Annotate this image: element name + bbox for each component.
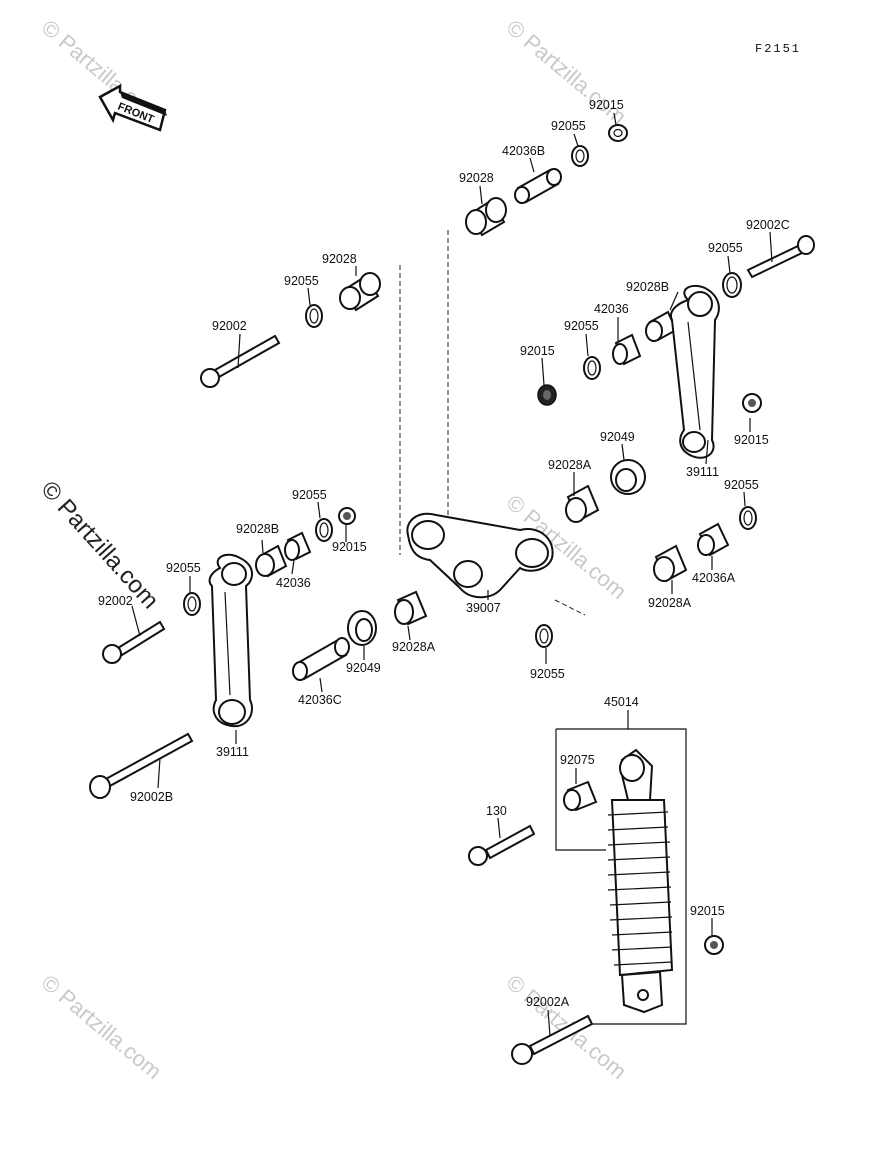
washer-icon bbox=[535, 624, 553, 648]
washer-icon bbox=[571, 145, 589, 167]
bushing-icon bbox=[339, 272, 381, 312]
tie-rod-icon bbox=[208, 553, 253, 728]
part-label: 92015 bbox=[520, 344, 555, 358]
upper-left-parts bbox=[200, 272, 381, 388]
bushing-icon bbox=[653, 544, 688, 583]
part-label: 92055 bbox=[292, 488, 327, 502]
washer-icon bbox=[739, 506, 757, 530]
part-label: 92055 bbox=[551, 119, 586, 133]
bushing-icon bbox=[565, 484, 600, 523]
nut-icon bbox=[704, 935, 724, 955]
bolt-icon bbox=[746, 235, 815, 279]
part-label: 92055 bbox=[284, 274, 319, 288]
part-label: 92028B bbox=[626, 280, 669, 294]
collar-icon bbox=[514, 168, 562, 204]
part-label: 92015 bbox=[589, 98, 624, 112]
seal-icon bbox=[347, 610, 377, 646]
part-label: 92055 bbox=[564, 319, 599, 333]
part-label: 92028A bbox=[648, 596, 692, 610]
part-label: 92002 bbox=[98, 594, 133, 608]
bolt-icon bbox=[511, 1014, 594, 1065]
part-label: 92028 bbox=[459, 171, 494, 185]
part-label: 92055 bbox=[708, 241, 743, 255]
nut-icon bbox=[742, 393, 762, 413]
part-label: 42036C bbox=[298, 693, 342, 707]
part-label: 92075 bbox=[560, 753, 595, 767]
bolt-icon bbox=[89, 732, 194, 799]
part-label: 92028A bbox=[392, 640, 436, 654]
bushing-icon bbox=[255, 544, 288, 578]
part-label: 92055 bbox=[166, 561, 201, 575]
part-label: 42036B bbox=[502, 144, 545, 158]
shock-absorber-icon bbox=[555, 728, 687, 1025]
part-label: 42036 bbox=[276, 576, 311, 590]
part-label: 92015 bbox=[690, 904, 725, 918]
part-label: 42036A bbox=[692, 571, 736, 585]
part-label: 92002A bbox=[526, 995, 570, 1009]
part-label: 39111 bbox=[216, 745, 249, 759]
washer-icon bbox=[722, 272, 742, 298]
left-parts bbox=[89, 507, 553, 799]
part-label: 130 bbox=[486, 804, 507, 818]
part-label: 92055 bbox=[530, 667, 565, 681]
bushing-icon bbox=[394, 590, 428, 626]
nut-icon bbox=[608, 124, 628, 142]
collar-icon bbox=[697, 522, 730, 557]
part-label: 92055 bbox=[724, 478, 759, 492]
part-label: 92028A bbox=[548, 458, 592, 472]
guide-lines bbox=[399, 230, 586, 616]
part-label: 39007 bbox=[466, 601, 501, 615]
upper-pivot-parts bbox=[465, 124, 628, 237]
part-label: 92028 bbox=[322, 252, 357, 266]
bolt-icon bbox=[200, 334, 281, 388]
bushing-icon bbox=[645, 310, 678, 342]
seal-icon bbox=[610, 459, 646, 495]
part-label: 42036 bbox=[594, 302, 629, 316]
part-label: 92002 bbox=[212, 319, 247, 333]
washer-icon bbox=[305, 304, 323, 328]
lower-parts bbox=[468, 824, 724, 1065]
nut-icon bbox=[338, 507, 356, 525]
collar-icon bbox=[612, 333, 642, 366]
washer-icon bbox=[583, 356, 601, 380]
rocker-arm-icon bbox=[406, 512, 554, 599]
part-label: 92028B bbox=[236, 522, 279, 536]
collar-icon bbox=[292, 637, 350, 681]
bolt-icon bbox=[102, 620, 166, 664]
bushing-icon bbox=[465, 197, 507, 237]
part-label: 92015 bbox=[734, 433, 769, 447]
diagram-code: F2151 bbox=[755, 42, 801, 56]
washer-icon bbox=[315, 518, 333, 542]
spring-coils bbox=[607, 811, 673, 966]
part-label: 92015 bbox=[332, 540, 367, 554]
tie-rod-icon bbox=[670, 284, 720, 459]
right-upper-parts bbox=[537, 235, 815, 583]
part-label: 92002C bbox=[746, 218, 790, 232]
part-label: 39111 bbox=[686, 465, 719, 479]
part-label: 92049 bbox=[600, 430, 635, 444]
leader-lines bbox=[131, 112, 773, 1037]
bolt-icon bbox=[468, 824, 536, 866]
part-label: 45014 bbox=[604, 695, 639, 709]
part-label: 92002B bbox=[130, 790, 173, 804]
bushing-icon bbox=[563, 780, 598, 812]
part-labels: 92015 92055 42036B 92028 92002C 92055 92… bbox=[98, 98, 790, 1009]
nut-icon bbox=[537, 384, 557, 406]
collar-icon bbox=[284, 531, 312, 561]
watermark-bottom-left: © Partzilla.com bbox=[37, 970, 167, 1084]
part-label: 92049 bbox=[346, 661, 381, 675]
washer-icon bbox=[183, 592, 201, 616]
